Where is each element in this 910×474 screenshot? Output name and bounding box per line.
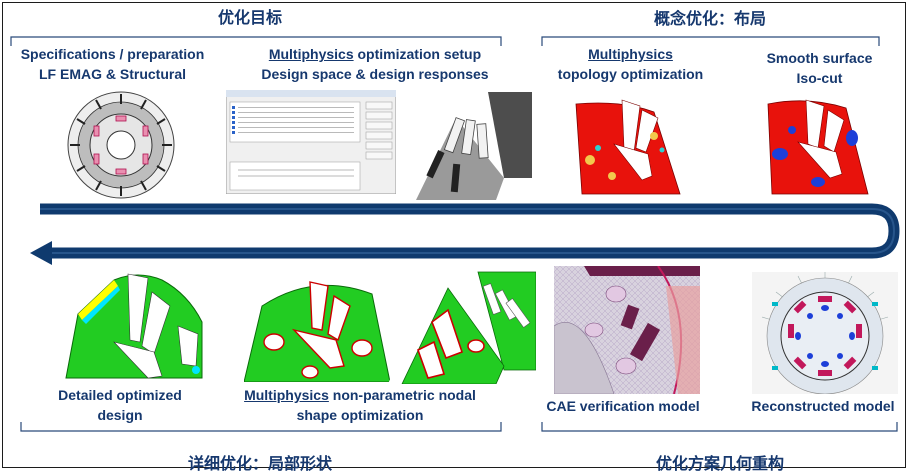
- caption-smooth-surface: Smooth surface Iso-cut: [766, 50, 873, 86]
- caption-specifications: Specifications / preparation LF EMAG & S…: [20, 46, 205, 82]
- section-detailed-optimization: 详细优化：局部形状: [187, 456, 332, 473]
- outer-frame: [2, 2, 906, 468]
- section-geometry-reconstruction: 优化方案几何重构: [655, 456, 784, 473]
- section-concept-optimization: 概念优化：布局: [653, 11, 766, 28]
- caption-reconstructed-model: Reconstructed model: [751, 398, 895, 414]
- optimization-setup-dialog-image: [226, 90, 396, 194]
- gray-motor-sector-image: [396, 88, 532, 200]
- green-slot-shape-optimization-image: [388, 270, 536, 384]
- caption-cae-verification: CAE verification model: [546, 398, 700, 414]
- green-shape-optimization-image: [244, 281, 390, 382]
- section-optimization-goal: 优化目标: [217, 10, 282, 27]
- caption-topology-optimization: Multiphysics topology optimization: [557, 46, 704, 82]
- reconstructed-model-image: [752, 272, 898, 394]
- caption-shape-optimization: Multiphysics non-parametric nodal shape …: [244, 387, 476, 423]
- caption-detailed-design: Detailed optimized design: [58, 387, 182, 423]
- arrow-head: [30, 241, 52, 265]
- topology-optimization-image: [562, 92, 686, 200]
- cae-verification-model-image: [554, 266, 700, 394]
- smooth-surface-isocut-image: [758, 95, 876, 200]
- motor-cross-section-image: [67, 91, 175, 199]
- caption-optimization-setup: Multiphysics optimization setup Design s…: [261, 46, 489, 82]
- detailed-optimized-design-image: [65, 273, 203, 379]
